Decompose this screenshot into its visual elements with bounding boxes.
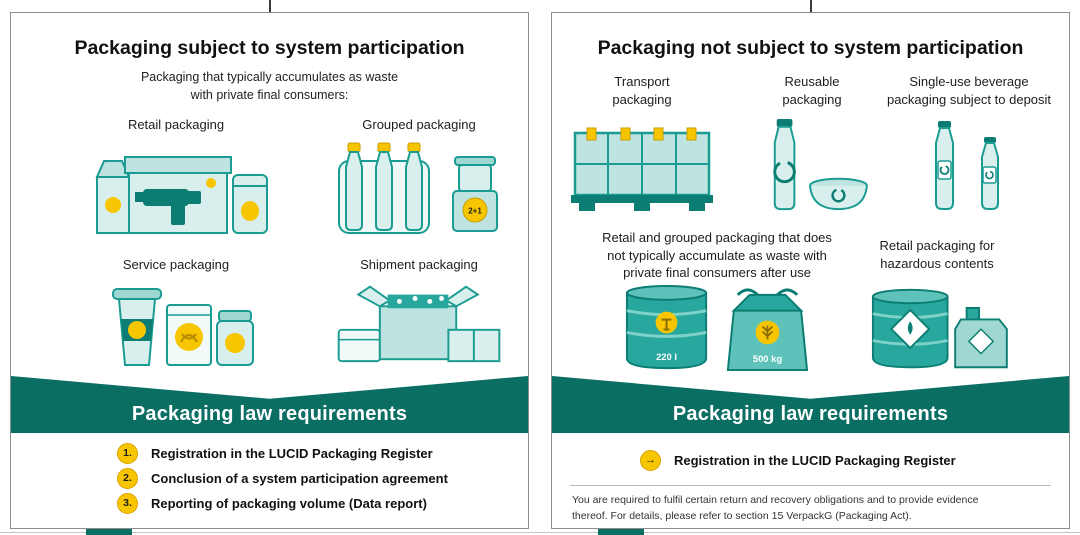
requirement-row-2: 2. Conclusion of a system participation … — [117, 467, 448, 489]
grouped-badge-label: 2+1 — [468, 207, 482, 216]
bottom-tab-right — [598, 529, 644, 535]
service-packaging-illustration — [91, 273, 261, 369]
parcel-icon — [447, 328, 501, 363]
label-service-packaging: Service packaging — [122, 257, 230, 272]
label-shipment-packaging: Shipment packaging — [360, 257, 478, 272]
coffee-cup-icon — [112, 288, 162, 366]
banner-left: Packaging law requirements — [11, 376, 528, 433]
bottle-multipack-icon — [338, 142, 430, 234]
hazardous-packaging-illustration — [852, 285, 1022, 373]
drill-box-icon — [124, 156, 232, 234]
top-connector-right — [810, 0, 812, 13]
retail-packaging-illustration — [81, 131, 271, 239]
reusable-packaging-illustration — [747, 117, 877, 215]
single-use-bottles-illustration — [909, 119, 1029, 214]
pouch-icon — [232, 174, 268, 234]
transport-packaging-illustration — [567, 119, 717, 214]
open-box-icon — [356, 285, 480, 361]
arrow-right-icon: → — [640, 449, 661, 471]
deposit-bottle-small-icon — [981, 137, 999, 210]
banner-right: Packaging law requirements — [552, 376, 1069, 433]
requirement-row-3: 3. Reporting of packaging volume (Data r… — [117, 492, 427, 514]
requirement-2-text: Conclusion of a system participation agr… — [151, 470, 448, 486]
hazard-drum-icon — [871, 288, 949, 369]
barrel-icon: 220 l — [625, 284, 708, 370]
right-panel-title: Packaging not subject to system particip… — [597, 37, 1024, 59]
jerry-can-icon — [954, 307, 1008, 369]
left-panel-title: Packaging subject to system participatio… — [74, 37, 465, 59]
grouped-packaging-illustration: 2+1 — [327, 127, 512, 237]
barrel-and-bag-illustration: 220 l 500 kg — [612, 281, 822, 376]
barrel-volume-label: 220 l — [656, 351, 677, 362]
reusable-bowl-icon — [809, 177, 868, 211]
jar-stack-icon: 2+1 — [452, 156, 498, 232]
requirement-row-right: → Registration in the LUCID Packaging Re… — [640, 449, 956, 471]
requirement-row-1: 1. Registration in the LUCID Packaging R… — [117, 442, 433, 464]
step-1-badge: 1. — [117, 442, 138, 464]
left-panel-subtitle: Packaging that typically accumulates as … — [140, 70, 399, 102]
footnote-divider — [570, 485, 1051, 486]
top-connector-left — [269, 0, 271, 13]
mailer-icon — [337, 328, 381, 363]
step-3-badge: 3. — [117, 492, 138, 514]
step-2-badge: 2. — [117, 467, 138, 489]
bottom-border-line — [0, 532, 1080, 533]
bag-weight-label: 500 kg — [753, 353, 782, 364]
shipment-packaging-illustration — [327, 273, 512, 369]
label-single-use-deposit: Single-use beverage packaging subject to… — [886, 74, 1052, 107]
big-bag-icon: 500 kg — [726, 288, 809, 372]
label-retail-packaging: Retail packaging — [127, 117, 225, 132]
banner-left-label: Packaging law requirements — [131, 403, 408, 425]
deposit-bottle-large-icon — [935, 121, 954, 210]
panel-not-subject-to-participation: Packaging not subject to system particip… — [551, 12, 1070, 529]
label-non-consumer-packaging: Retail and grouped packaging that does n… — [602, 230, 832, 281]
requirement-1-text: Registration in the LUCID Packaging Regi… — [151, 445, 433, 461]
reusable-bottle-icon — [773, 118, 796, 211]
label-grouped-packaging: Grouped packaging — [362, 117, 476, 132]
label-reusable-packaging: Reusable packaging — [782, 74, 842, 107]
requirement-3-text: Reporting of packaging volume (Data repo… — [151, 495, 427, 511]
label-transport-packaging: Transport packaging — [612, 74, 672, 107]
banner-right-label: Packaging law requirements — [672, 403, 949, 425]
small-jar-icon — [216, 310, 254, 366]
label-hazardous-packaging: Retail packaging for hazardous contents — [879, 238, 995, 271]
requirement-right-text: Registration in the LUCID Packaging Regi… — [674, 452, 956, 468]
pretzel-bag-icon — [166, 304, 212, 366]
bottom-tab-left — [86, 529, 132, 535]
pallet-crate-icon — [571, 127, 713, 211]
panel-subject-to-participation: Packaging subject to system participatio… — [10, 12, 529, 529]
footnote-text: You are required to fulfil certain retur… — [572, 494, 979, 522]
